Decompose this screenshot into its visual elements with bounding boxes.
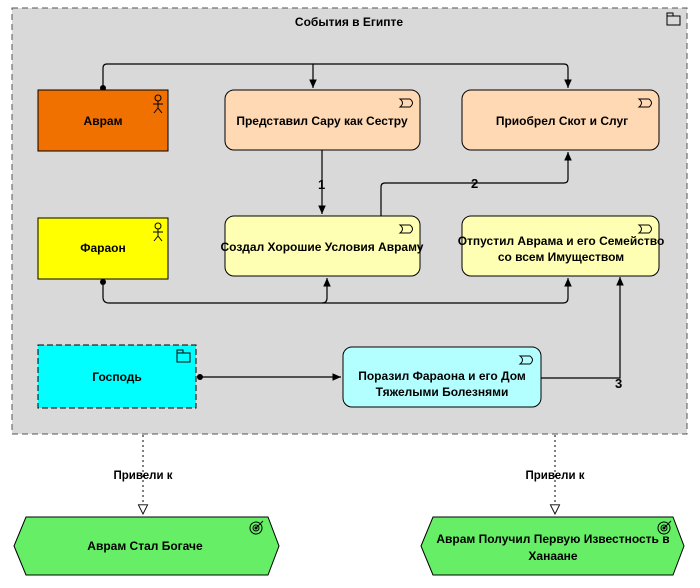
event-icon <box>518 355 533 365</box>
person-icon <box>153 222 163 242</box>
goal-avram-fame[interactable]: Аврам Получил Первую Известность в Ханаа… <box>420 516 685 576</box>
goal-fame-line1: Аврам Получил Первую Известность в <box>436 532 669 546</box>
edge-conditions-to-cattle[interactable] <box>380 152 572 216</box>
edge-label-3: 3 <box>615 376 622 391</box>
actor-avram-label: Аврам <box>84 114 123 128</box>
event-released-avram[interactable]: Отпустил Аврама и его Семейство со всем … <box>458 215 665 277</box>
folder-icon <box>666 12 681 26</box>
event-sarah-as-sister[interactable]: Представил Сару как Сестру <box>224 89 421 151</box>
event-icon <box>398 98 413 108</box>
event-icon <box>637 224 652 234</box>
group-title: События в Египте <box>295 15 403 29</box>
goal-fame-line2: Ханаане <box>528 549 578 563</box>
edge-pharaoh-to-conditions[interactable] <box>102 278 331 304</box>
event-cattle-label: Приобрел Скот и Слуг <box>496 114 628 128</box>
edges: 1 2 3 Привели к Привели к <box>100 63 624 514</box>
actor-pharaoh-label: Фараон <box>80 241 126 255</box>
event-acquired-cattle[interactable]: Приобрел Скот и Слуг <box>461 89 660 151</box>
event-conditions-label: Создал Хорошие Условия Авраму <box>221 240 424 254</box>
actor-avram[interactable]: Аврам <box>37 89 169 152</box>
actor-lord[interactable]: Господь <box>37 344 197 409</box>
event-plague-line2: Тяжелыми Болезнями <box>376 385 509 399</box>
goal-avram-richer[interactable]: Аврам Стал Богаче <box>13 516 280 576</box>
event-icon <box>398 224 413 234</box>
event-plague-line1: Поразил Фараона и его Дом <box>358 369 526 383</box>
event-sarah-label: Представил Сару как Сестру <box>236 114 408 128</box>
event-good-conditions[interactable]: Создал Хорошие Условия Авраму <box>221 215 424 277</box>
edge-pharaoh-origin-dot <box>100 279 106 285</box>
person-icon <box>153 94 163 114</box>
actor-lord-label: Господь <box>92 370 141 384</box>
edge-label-led-to-right: Привели к <box>526 470 585 482</box>
event-release-line2: со всем Имуществом <box>498 250 624 264</box>
edge-label-led-to-left: Привели к <box>114 470 173 482</box>
event-release-line1: Отпустил Аврама и его Семейство <box>458 234 665 248</box>
goal-rich-label: Аврам Стал Богаче <box>87 539 203 553</box>
edge-avram-to-sarah[interactable] <box>102 63 317 90</box>
edge-label-1: 1 <box>318 177 325 192</box>
folder-icon <box>176 349 191 363</box>
event-plagued-pharaoh[interactable]: Поразил Фараона и его Дом Тяжелыми Болез… <box>342 346 542 408</box>
edge-label-2: 2 <box>471 176 478 191</box>
edge-plague-to-release[interactable] <box>541 277 624 379</box>
edge-lord-origin-dot <box>197 374 203 380</box>
target-icon <box>249 520 264 535</box>
actor-pharaoh[interactable]: Фараон <box>37 217 169 280</box>
edge-pharaoh-to-release[interactable] <box>322 278 572 304</box>
edge-avram-to-cattle[interactable] <box>313 63 572 88</box>
target-icon <box>657 520 672 535</box>
event-icon <box>637 98 652 108</box>
